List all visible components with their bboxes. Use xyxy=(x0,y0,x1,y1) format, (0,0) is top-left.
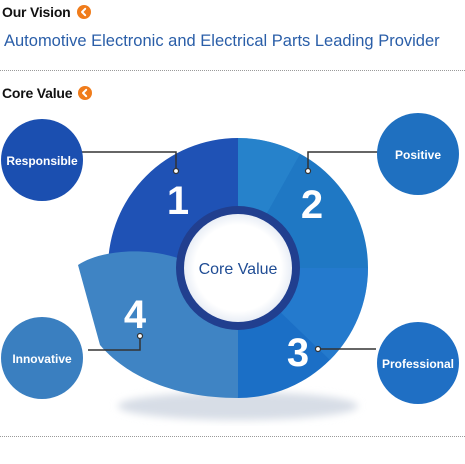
segment-1-number: 1 xyxy=(167,179,189,223)
label-responsible: Responsible xyxy=(1,119,83,201)
label-professional-text: Professional xyxy=(382,357,454,371)
core-value-heading: Core Value xyxy=(2,85,93,101)
segment-3-number: 3 xyxy=(287,331,309,375)
divider-bottom xyxy=(0,436,465,437)
core-value-title: Core Value xyxy=(2,85,73,101)
label-professional: Professional xyxy=(377,322,459,404)
connector-positive xyxy=(307,151,378,170)
segment-4-number: 4 xyxy=(124,293,147,337)
label-responsible-text: Responsible xyxy=(6,154,78,168)
segment-2-number: 2 xyxy=(301,183,323,227)
our-vision-title: Our Vision xyxy=(2,4,71,20)
ring-shadow xyxy=(118,392,358,420)
center-label: Core Value xyxy=(199,261,278,278)
center-circle xyxy=(184,214,292,322)
vision-statement: Automotive Electronic and Electrical Par… xyxy=(4,32,440,50)
label-innovative: Innovative xyxy=(1,317,83,399)
segment-1 xyxy=(108,138,238,268)
divider-top xyxy=(0,70,465,71)
segment-2-highlight xyxy=(238,138,300,222)
connector-dot-3 xyxy=(314,345,322,353)
segment-3-highlight xyxy=(272,268,369,360)
segment-4 xyxy=(78,251,238,398)
connector-dot-2 xyxy=(304,167,312,175)
chevron-left-icon[interactable] xyxy=(76,5,91,19)
chevron-left-icon[interactable] xyxy=(78,86,93,100)
our-vision-heading: Our Vision xyxy=(2,4,91,20)
connector-responsible xyxy=(78,151,177,170)
connector-dot-1 xyxy=(172,167,180,175)
connector-innovative xyxy=(88,337,141,351)
connector-dot-4 xyxy=(136,332,144,340)
label-positive: Positive xyxy=(377,113,459,195)
label-innovative-text: Innovative xyxy=(12,352,72,366)
label-positive-text: Positive xyxy=(395,148,441,162)
